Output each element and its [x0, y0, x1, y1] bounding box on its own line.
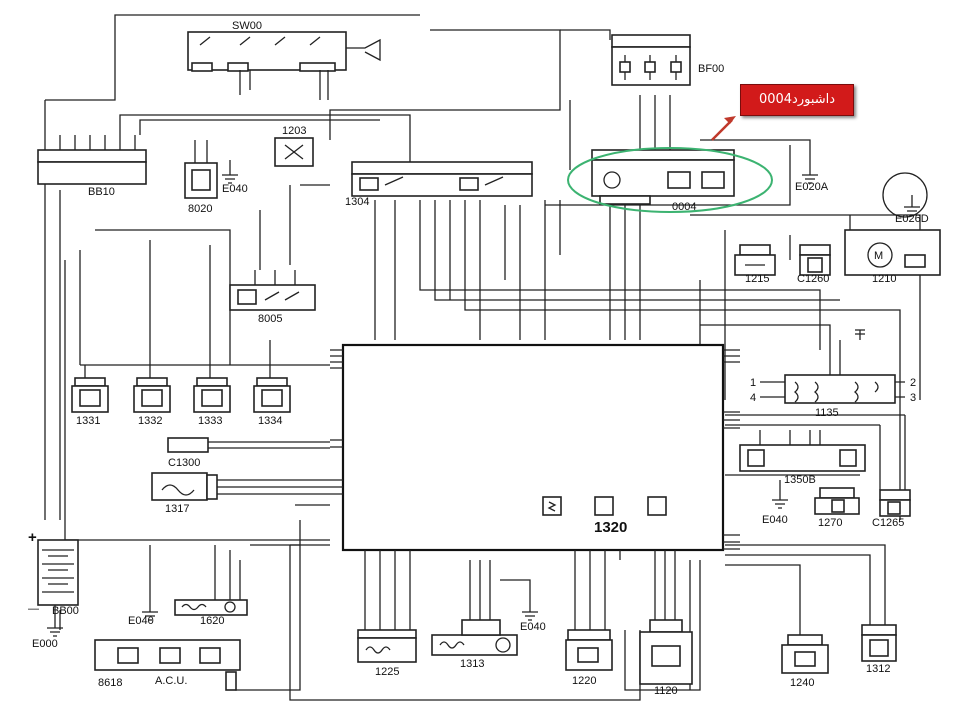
c1334-label: 1334 — [258, 415, 282, 427]
component-1350b: 1350B — [739, 430, 866, 486]
e026d-label: E026D — [895, 213, 929, 225]
c1350b-label: 1350B — [784, 474, 816, 486]
component-1313: 1313 — [431, 619, 518, 670]
component-1225: 1225 — [357, 629, 417, 678]
ground-e026d: E026D — [882, 172, 929, 225]
c1300-label: C1300 — [168, 457, 200, 469]
wire-harness — [44, 14, 921, 701]
bb10-label: BB10 — [88, 186, 115, 198]
e040-a-label: E040 — [222, 183, 248, 195]
ground-e040-b: E040 — [762, 480, 788, 526]
relay-8005: 8005 — [229, 270, 316, 325]
c1313-label: 1313 — [460, 658, 484, 670]
pin-2: 2 — [910, 377, 916, 389]
c1210-label: 1210 — [872, 273, 896, 285]
c1332-label: 1332 — [138, 415, 162, 427]
sw00-label: SW00 — [232, 20, 262, 32]
battery-minus: — — [28, 603, 39, 615]
component-8020: E040 8020 — [184, 140, 248, 215]
sensor-1331: 1331 — [71, 377, 109, 427]
c8618-label: 8618 — [98, 677, 122, 689]
c1620-label: 1620 — [200, 615, 224, 627]
highlight-ring — [567, 147, 773, 213]
component-1203: 1203 — [274, 125, 314, 167]
pin-4: 4 — [750, 392, 756, 404]
e040-c-label: E040 — [128, 615, 154, 627]
c1220-label: 1220 — [572, 675, 596, 687]
connector-bb10: BB10 — [37, 135, 147, 198]
ecu-1320: 1320 — [330, 343, 740, 560]
component-1240: 1240 — [781, 634, 829, 689]
component-1620: 1620 — [174, 599, 248, 627]
sensor-1334: 1334 — [253, 377, 291, 427]
c1260-label: C1260 — [797, 273, 829, 285]
component-1312: 1312 — [861, 624, 897, 675]
dashboard-callout: داشبورد0004 — [740, 84, 854, 116]
e000-label: E000 — [32, 638, 58, 650]
acu-label: A.C.U. — [155, 675, 187, 687]
c1333-label: 1333 — [198, 415, 222, 427]
bf00-label: BF00 — [698, 63, 724, 75]
component-1270: 1270 — [814, 487, 860, 529]
c0004-label: 0004 — [672, 201, 696, 213]
motor-1210: M 1210 — [844, 229, 941, 285]
battery-bb00: + — BB00 E000 — [28, 529, 79, 650]
switch-sw00: SW00 — [187, 20, 381, 100]
connector-c1300: C1300 — [167, 437, 330, 469]
component-c1260: C1260 — [797, 244, 831, 285]
c1331-label: 1331 — [76, 415, 100, 427]
c1120-label: 1120 — [654, 685, 678, 697]
sensor-1332: 1332 — [133, 377, 171, 427]
component-1135: 1 4 2 3 1135 — [750, 329, 916, 419]
ground-e020a: E020A — [795, 160, 829, 193]
c1203-label: 1203 — [282, 125, 306, 137]
acu-8618: 8618 A.C.U. — [94, 639, 241, 691]
callout-arrow — [711, 119, 733, 141]
c1215-label: 1215 — [745, 273, 769, 285]
bb00-label: BB00 — [52, 605, 79, 617]
pin-3: 3 — [910, 392, 916, 404]
relay-1304: 1304 — [345, 161, 533, 208]
sensor-1333: 1333 — [193, 377, 231, 427]
component-c1265: C1265 — [872, 489, 911, 529]
ground-e040-d: E040 — [520, 600, 546, 633]
c1270-label: 1270 — [818, 517, 842, 529]
component-1215: 1215 — [734, 244, 776, 285]
e020a-label: E020A — [795, 181, 829, 193]
ground-e040-c: E040 — [128, 600, 158, 627]
battery-plus: + — [28, 529, 37, 546]
c1265-label: C1265 — [872, 517, 904, 529]
component-1120: 1120 — [639, 619, 693, 697]
dashboard-0004: 0004 — [567, 147, 773, 213]
c1317-label: 1317 — [165, 503, 189, 515]
pin-1: 1 — [750, 377, 756, 389]
c1312-label: 1312 — [866, 663, 890, 675]
c1225-label: 1225 — [375, 666, 399, 678]
component-1317: 1317 — [151, 472, 330, 515]
e040-b-label: E040 — [762, 514, 788, 526]
c8005-label: 8005 — [258, 313, 282, 325]
svg-text:M: M — [874, 250, 883, 262]
e040-d-label: E040 — [520, 621, 546, 633]
c1320-label: 1320 — [594, 519, 627, 536]
c1304-label: 1304 — [345, 196, 369, 208]
fuse-box-bf00: BF00 — [611, 34, 724, 86]
c1240-label: 1240 — [790, 677, 814, 689]
c8020-label: 8020 — [188, 203, 212, 215]
component-1220: 1220 — [565, 629, 613, 687]
c1135-label: 1135 — [815, 407, 839, 419]
